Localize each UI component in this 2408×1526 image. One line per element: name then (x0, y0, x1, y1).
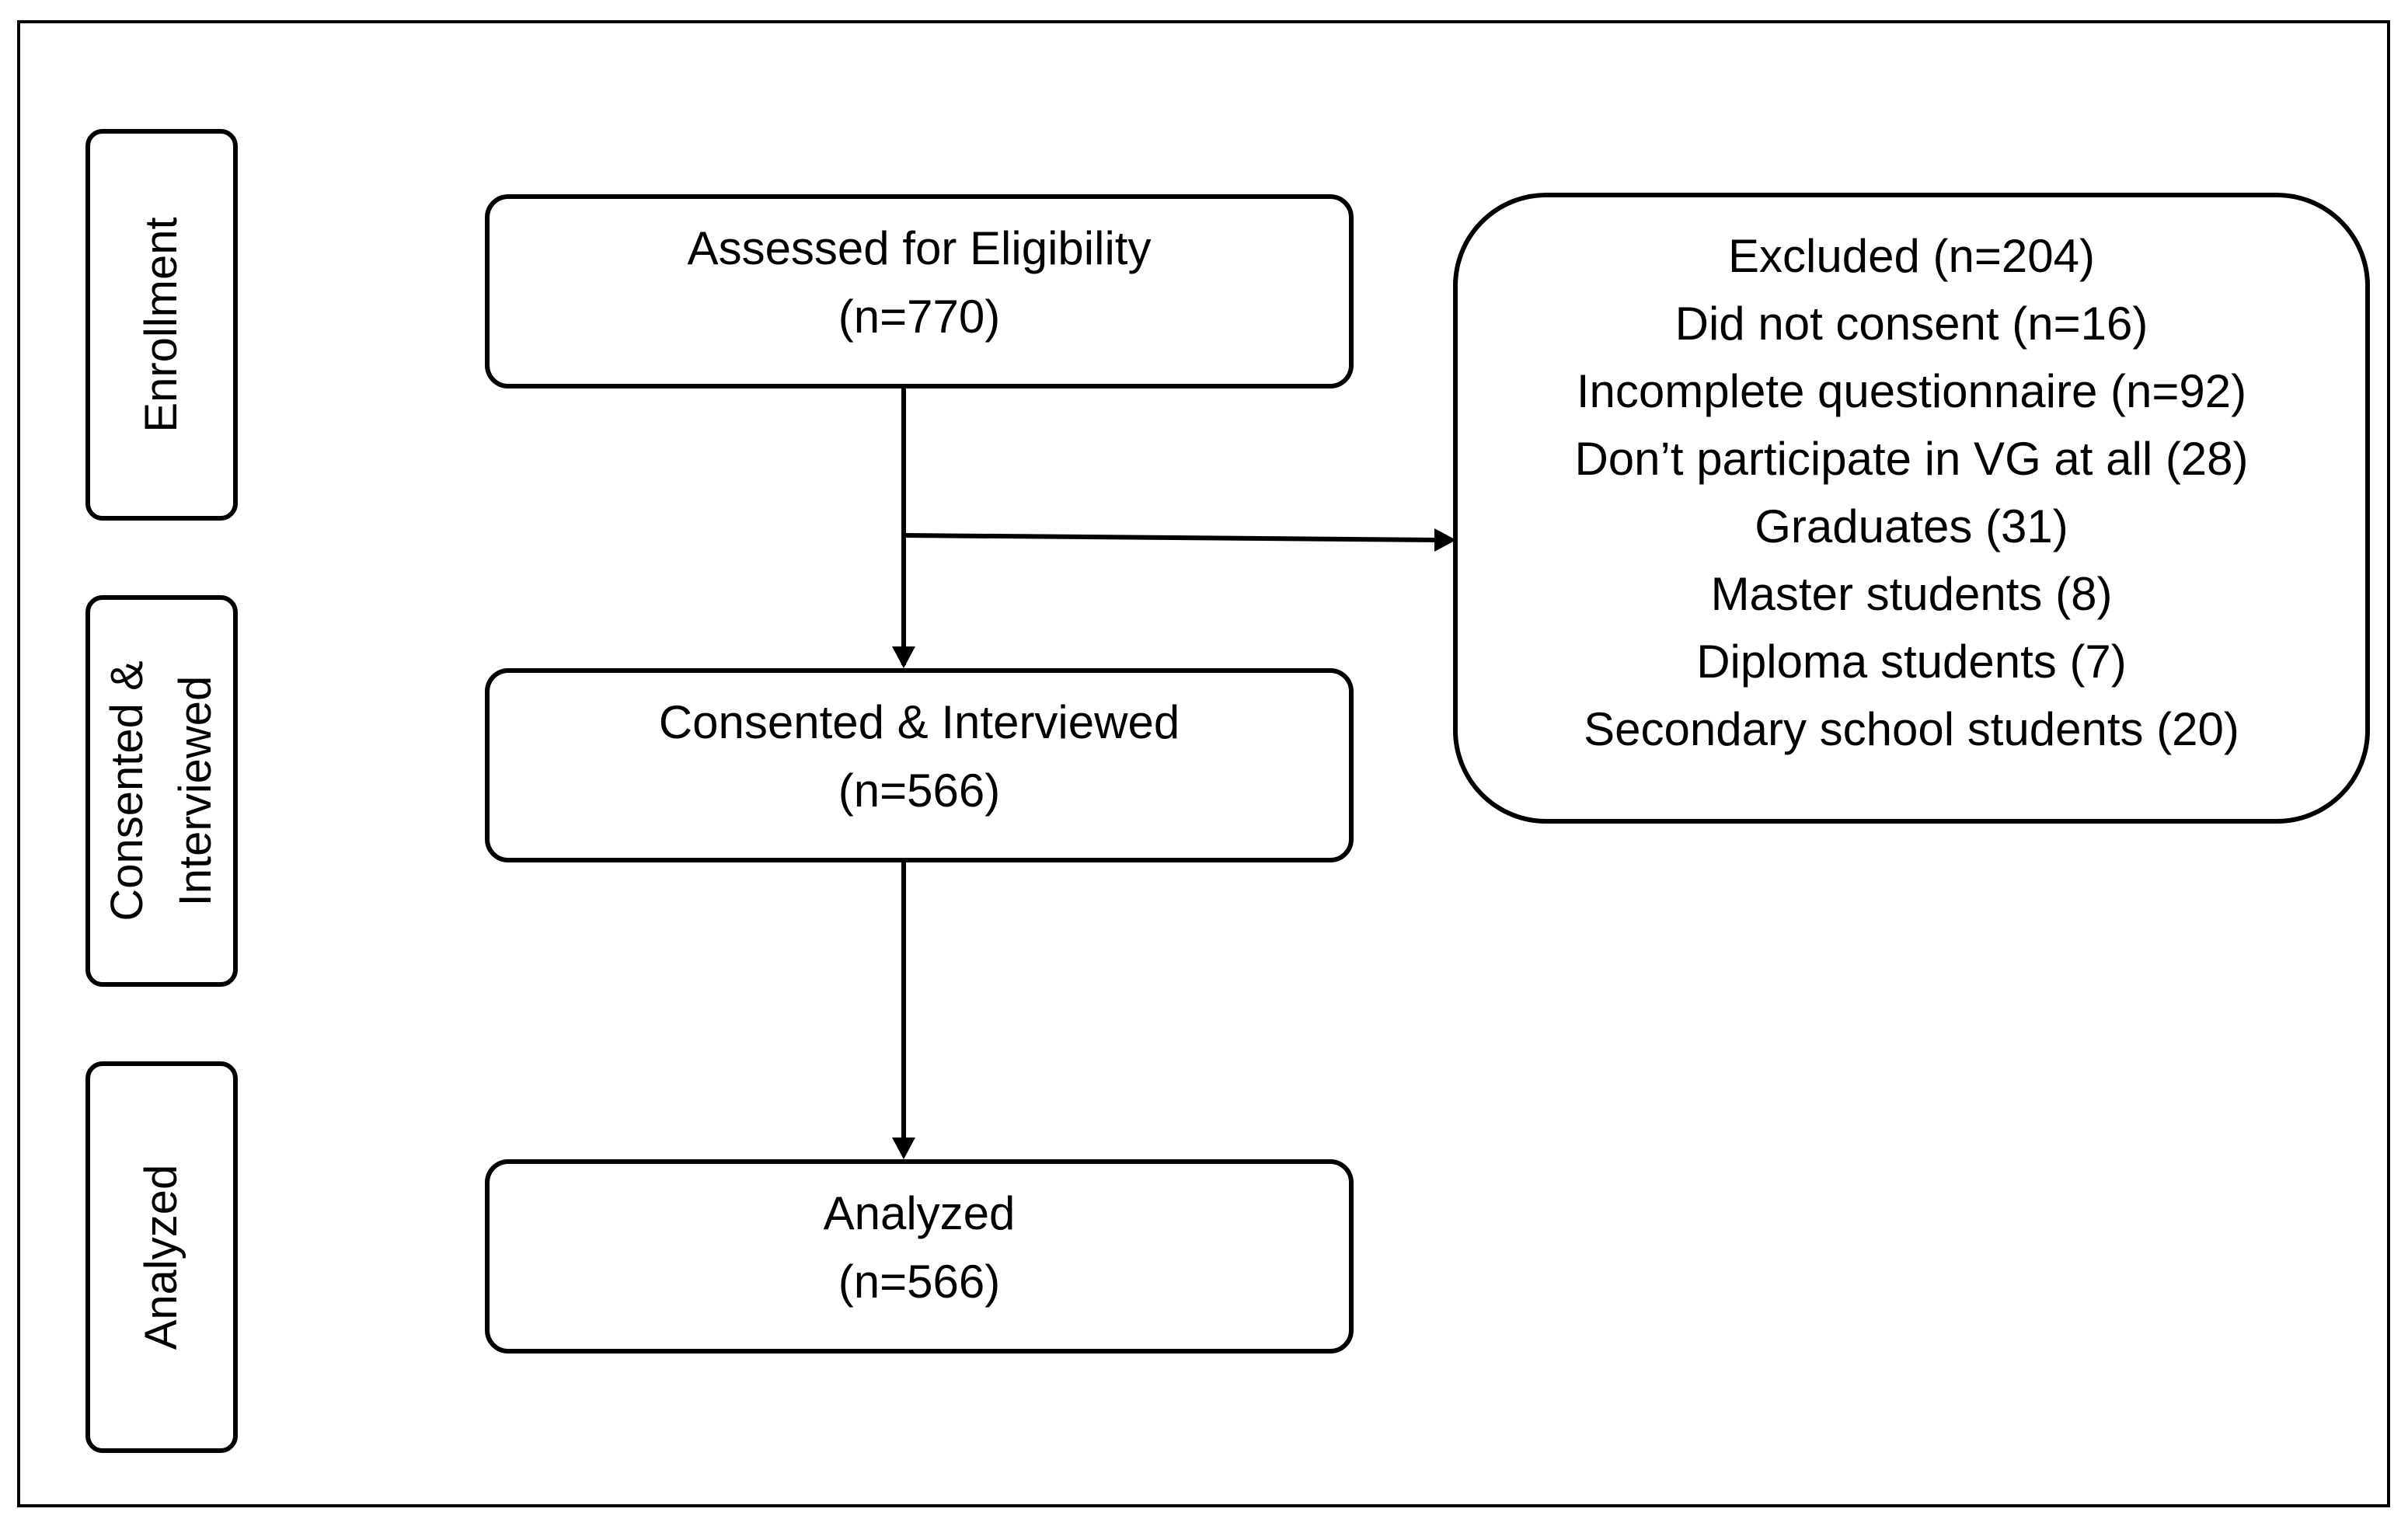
stage-consented-label-line2: Interviewed (170, 675, 221, 907)
box-assessed-eligibility: Assessed for Eligibility (n=770) (485, 194, 1354, 388)
excluded-line: Did not consent (n=16) (1674, 298, 2148, 350)
box-analyzed: Analyzed (n=566) (485, 1159, 1354, 1354)
stage-consented-interviewed: Consented & Interviewed (85, 595, 238, 987)
excluded-line: Excluded (n=204) (1728, 230, 2095, 282)
box-consented-title: Consented & Interviewed (658, 696, 1180, 748)
arrow-consented-to-analyzed-head (892, 1138, 915, 1159)
excluded-line: Diploma students (7) (1696, 636, 2127, 688)
excluded-line: Don’t participate in VG at all (28) (1574, 433, 2249, 485)
box-excluded: Excluded (n=204) Did not consent (n=16) … (1453, 193, 2370, 824)
box-assessed-count: (n=770) (838, 291, 1001, 343)
stage-analyzed: Analyzed (85, 1061, 238, 1453)
arrow-eligibility-to-consented-head (892, 646, 915, 668)
box-analyzed-title: Analyzed (823, 1187, 1016, 1239)
stage-enrollment: Enrollment (85, 129, 238, 521)
box-assessed-title: Assessed for Eligibility (687, 222, 1152, 274)
excluded-line: Master students (8) (1710, 568, 2113, 620)
box-consented-count: (n=566) (838, 765, 1001, 817)
stage-enrollment-label: Enrollment (136, 217, 186, 433)
arrow-to-excluded (903, 533, 1438, 542)
excluded-line: Secondary school students (20) (1584, 703, 2239, 755)
box-consented-interviewed: Consented & Interviewed (n=566) (485, 668, 1354, 862)
box-analyzed-count: (n=566) (838, 1256, 1001, 1308)
excluded-line: Incomplete questionnaire (n=92) (1576, 365, 2247, 417)
stage-consented-label-line1: Consented & (102, 660, 152, 922)
figure-frame (17, 20, 2390, 1507)
stage-analyzed-label: Analyzed (136, 1164, 186, 1350)
arrow-to-excluded-head (1434, 528, 1456, 552)
excluded-line: Graduates (31) (1755, 500, 2068, 552)
